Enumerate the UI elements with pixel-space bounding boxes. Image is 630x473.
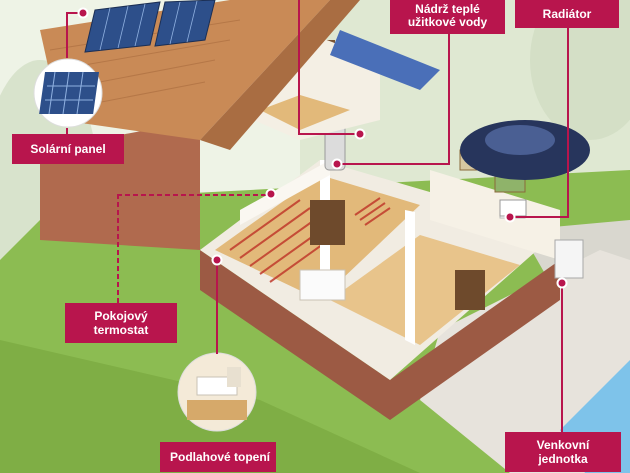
label-radiator: Radiátor	[515, 0, 619, 28]
label-room-thermostat: Pokojový termostat	[65, 303, 177, 343]
label-outdoor-unit: Venkovní jednotka	[505, 432, 621, 472]
solar-panel-icon	[84, 0, 216, 53]
floor-heating-photo	[177, 352, 257, 432]
label-floor-heating: Podlahové topení	[160, 442, 276, 472]
label-solar-panel: Solární panel	[12, 134, 124, 164]
solar-panel-icon	[33, 58, 103, 128]
car-icon	[460, 120, 590, 180]
label-hot-water-tank: Nádrž teplé užitkové vody	[390, 0, 505, 34]
